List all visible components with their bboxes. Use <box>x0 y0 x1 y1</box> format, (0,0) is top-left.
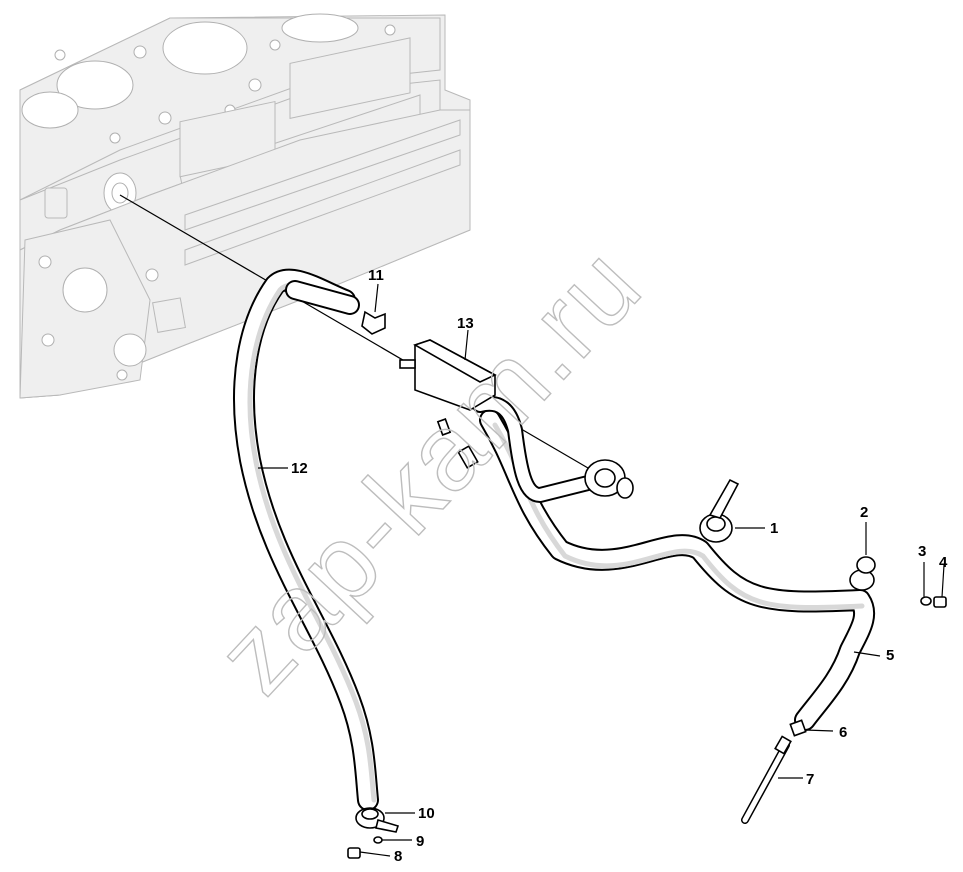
callout-13: 13 <box>457 315 474 332</box>
part-8-bolt <box>347 847 361 859</box>
callout-9: 9 <box>416 833 424 850</box>
leader-lines <box>258 283 945 857</box>
part-6-clip <box>789 719 807 737</box>
callout-4: 4 <box>939 554 948 571</box>
tube-5 <box>479 409 876 731</box>
part-7-dipstick <box>741 735 792 824</box>
part-11-clip <box>361 310 386 335</box>
callout-11: 11 <box>368 267 384 284</box>
part-3-washer <box>920 596 932 606</box>
callouts: 1 2 3 4 5 6 7 8 9 10 11 12 13 <box>291 267 948 865</box>
tube-12 <box>233 268 379 811</box>
fitting <box>436 418 479 469</box>
part-4-bolt <box>933 596 947 608</box>
tube-connector <box>472 395 608 503</box>
flange <box>584 459 634 499</box>
part-2-clamp <box>849 556 876 591</box>
tube-top <box>285 280 360 315</box>
callout-2: 2 <box>860 504 868 521</box>
callout-10: 10 <box>418 805 435 822</box>
callout-6: 6 <box>839 724 847 741</box>
callout-1: 1 <box>770 520 778 537</box>
callout-8: 8 <box>394 848 402 865</box>
callout-12: 12 <box>291 460 308 477</box>
callout-3: 3 <box>918 543 926 560</box>
part-13-box <box>399 339 497 411</box>
part-9-washer <box>373 836 383 844</box>
part-10-clamp <box>355 807 400 833</box>
engine-block <box>19 13 471 399</box>
part-1-clamp <box>699 478 740 543</box>
callout-5: 5 <box>886 647 894 664</box>
callout-7: 7 <box>806 771 814 788</box>
